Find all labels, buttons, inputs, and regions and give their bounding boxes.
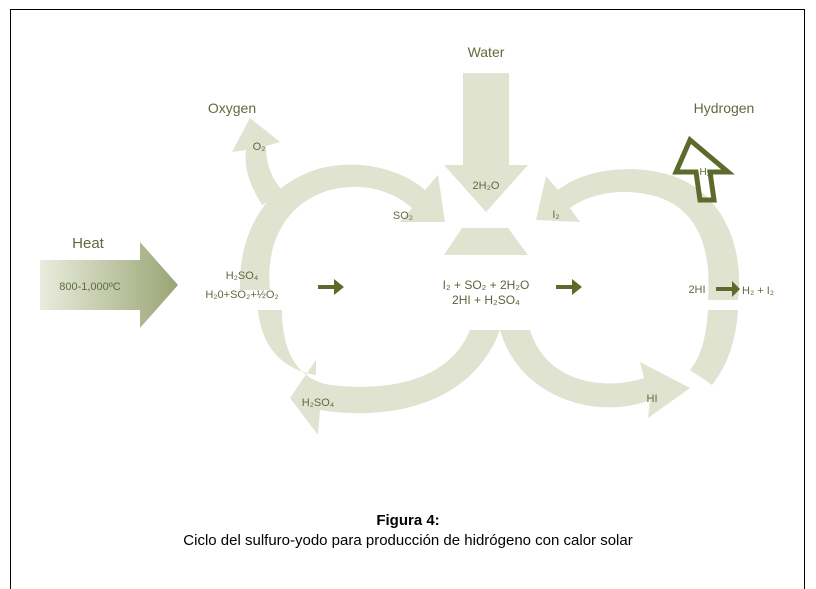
h2-output-label: H₂	[699, 167, 710, 178]
so2-label: SO₂	[393, 210, 413, 222]
h2so4-loop-arrow	[258, 310, 500, 435]
heat-label: Heat	[72, 235, 105, 252]
left-cycle-arrow-top	[239, 164, 445, 290]
hi-loop-arrow	[500, 330, 690, 418]
right-reaction-products: H₂ + I₂	[742, 285, 774, 297]
hydrogen-output-arrow	[672, 135, 735, 203]
right-cycle-arrow-top	[536, 169, 740, 300]
left-reaction-line1: H₂SO₄	[226, 270, 259, 282]
h2so4-flow-label: H₂SO₄	[302, 397, 335, 409]
center-reaction-line2: 2HI + H₂SO₄	[452, 293, 520, 307]
temperature-label: 800-1,000ºC	[59, 281, 121, 293]
hydrogen-label: Hydrogen	[694, 100, 755, 116]
oxygen-branch-arrow	[232, 118, 284, 205]
figure-frame	[10, 9, 805, 589]
right-reaction-arrow	[716, 281, 740, 297]
center-trapezoid	[444, 228, 528, 255]
o2-label: O₂	[253, 141, 266, 153]
water-input-arrow	[444, 73, 528, 212]
center-reaction-line1: I₂ + SO₂ + 2H₂O	[443, 278, 530, 292]
figure-caption-title: Figura 4:	[376, 512, 440, 529]
water-label: Water	[468, 44, 505, 60]
figure-caption-text: Ciclo del sulfuro-yodo para producción d…	[183, 532, 633, 549]
water-flow-label: 2H₂O	[473, 180, 500, 192]
heat-input-arrow	[40, 242, 178, 328]
hi-flow-label: HI	[647, 393, 658, 405]
center-reaction-arrow	[556, 279, 582, 295]
right-cycle-arrow-bottom	[690, 310, 738, 385]
oxygen-label: Oxygen	[208, 100, 256, 116]
sulfur-iodine-cycle-diagram: Water Oxygen O₂ Hydrogen H₂ Heat 800-1,0…	[40, 44, 774, 435]
i2-label: I₂	[552, 209, 559, 221]
right-reaction-reactant: 2HI	[688, 284, 705, 296]
left-reaction-arrow	[318, 279, 344, 295]
left-reaction-line2: H₂0+SO₂+½O₂	[205, 289, 278, 301]
